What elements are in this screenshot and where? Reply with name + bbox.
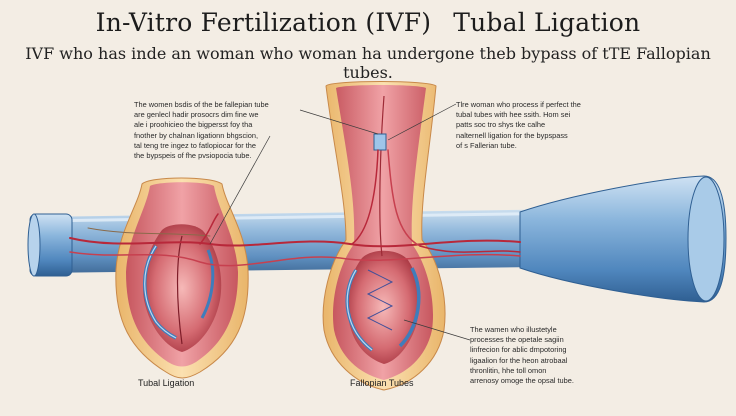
- annotation-line: thronlitin, hhe toll omon: [470, 365, 547, 375]
- annotation-line: processes the opetale sagiin: [470, 335, 564, 345]
- right-tube-end: [519, 175, 727, 303]
- page-subtitle: IVF who has inde an woman who woman ha u…: [25, 44, 711, 82]
- annotation-line: fnother by chalnan ligationn bhgscion,: [134, 130, 259, 140]
- annotation-line: of s Fallerian tube.: [456, 140, 517, 150]
- right-annotation: Tlre woman who process if perfect the tu…: [456, 100, 581, 151]
- annotation-line: nalternell ligation for the bypspass: [456, 130, 568, 140]
- page-title: In-Vitro Fertilization (IVF) Tubal Ligati…: [0, 8, 736, 37]
- annotation-line: tubal tubes with hee ssith. Hom sei: [456, 110, 571, 120]
- left-annotation: The women bsdis of the be fallepian tube…: [134, 100, 269, 161]
- annotation-line: arrenosy omoge the opsal tube.: [470, 376, 574, 386]
- bottom-annotation: The wamen who illustetyle processes the …: [470, 325, 574, 386]
- caption-fallopian-tubes: Fallopian Tubes: [350, 378, 414, 388]
- left-tube-cap: [27, 213, 73, 277]
- annotation-line: Tlre woman who process if perfect the: [456, 100, 581, 109]
- annotation-line: patts soc tro shys tke calhe: [456, 120, 546, 130]
- annotation-line: The wamen who illustetyle: [470, 325, 557, 334]
- annotation-line: The women bsdis of the be fallepian tube: [134, 100, 269, 109]
- title-ivf: In-Vitro Fertilization (IVF): [95, 8, 432, 37]
- annotation-line: are genlecl hadir prosocrs dim fine we: [134, 110, 259, 120]
- caption-tubal-ligation: Tubal Ligation: [138, 378, 195, 388]
- left-uterus-illustration: [115, 177, 249, 379]
- annotation-line: ale i proohicieo the bigpersst foy tha: [134, 120, 253, 130]
- title-tubal-ligation: Tubal Ligation: [453, 8, 641, 37]
- annotation-line: tal teng tre ingez to fatlopiocar for th…: [134, 140, 257, 150]
- annotation-line: ligaalion for the heon atrobaal: [470, 355, 568, 365]
- blood-vessels: [69, 149, 521, 267]
- annotation-line: the bypspeis of fhe pvsiopocia tube.: [134, 151, 252, 161]
- right-uterus-illustration: [322, 81, 446, 391]
- annotation-leader-lines: [209, 103, 471, 341]
- annotation-line: linfrecion for ablic dmpotoring: [470, 345, 567, 355]
